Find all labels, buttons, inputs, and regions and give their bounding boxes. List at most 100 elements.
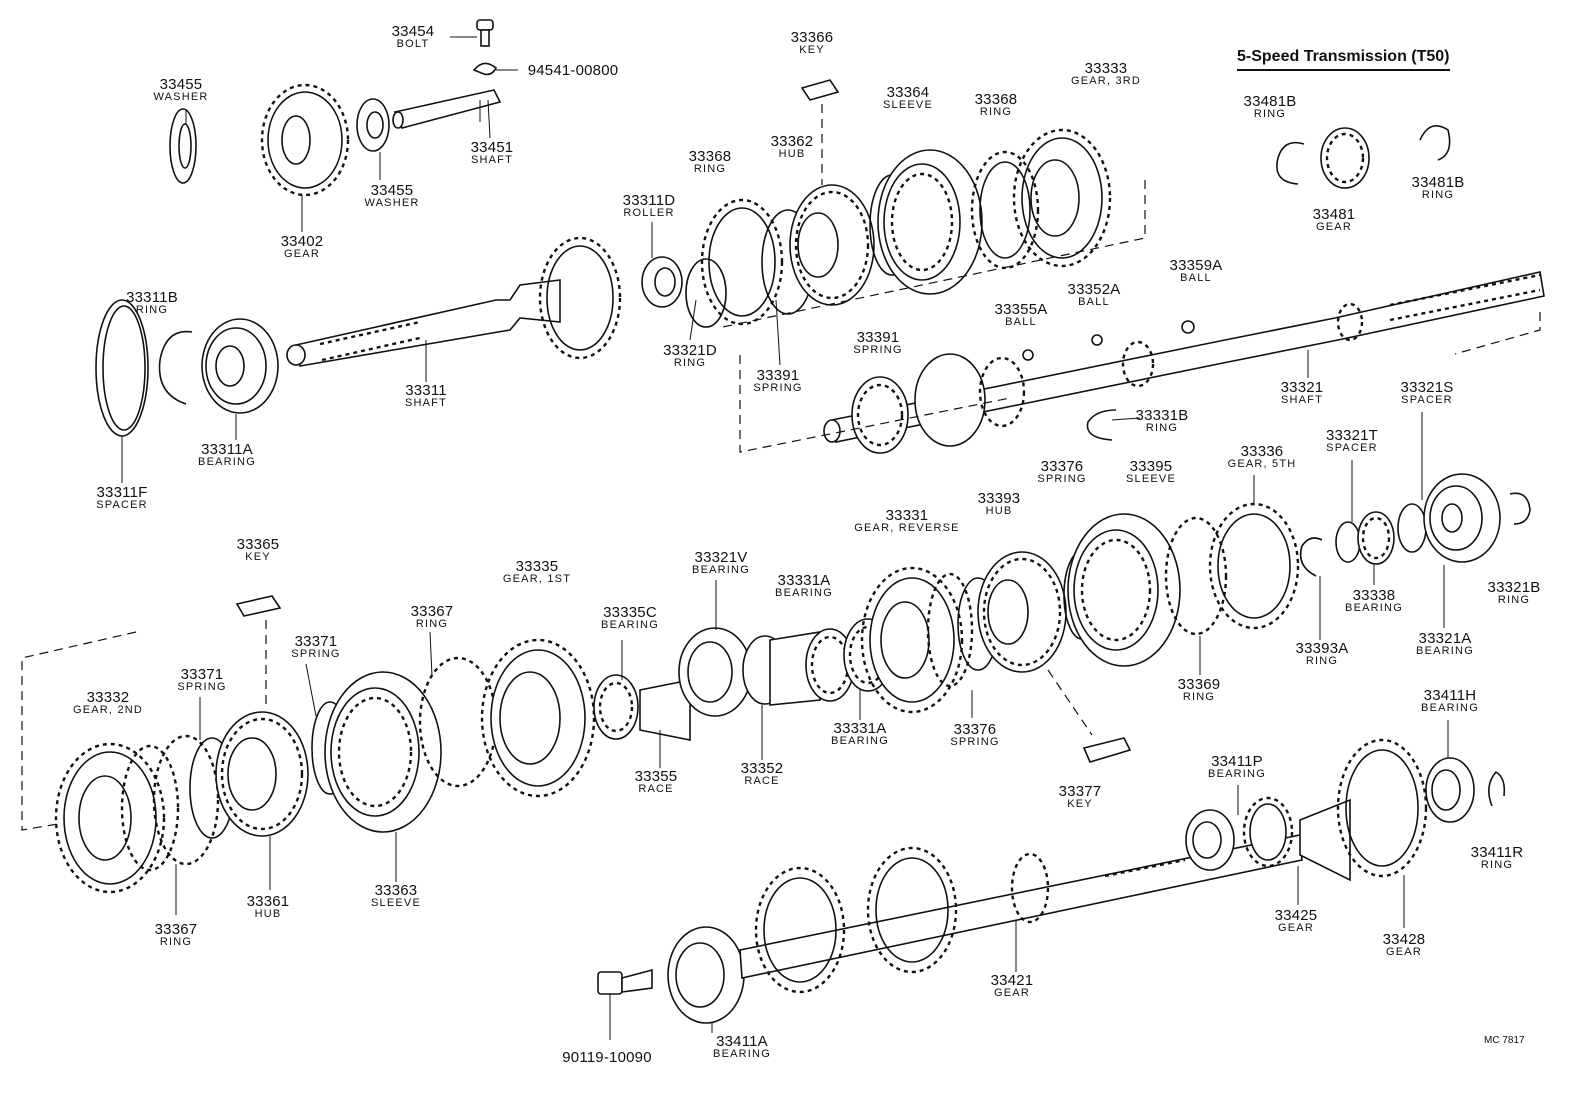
ball-33352A-drawing xyxy=(1091,334,1103,346)
key-33366-drawing xyxy=(800,79,840,101)
part-name: BEARING xyxy=(775,587,833,599)
gear-33428-drawing xyxy=(1299,738,1428,882)
gear-1st-33335-drawing xyxy=(480,638,596,798)
part-name: GEAR xyxy=(994,987,1030,999)
part-number: 33311A xyxy=(201,441,253,458)
gear-3rd-33333-drawing xyxy=(1012,128,1112,268)
part-name: RING xyxy=(135,304,169,316)
part-number: 33481 xyxy=(1312,206,1356,223)
part-name: RING xyxy=(673,357,707,369)
race-33355-drawing xyxy=(639,679,691,741)
part-name: BALL xyxy=(1005,316,1037,328)
part-name: SHAFT xyxy=(1280,394,1324,406)
part-name: WASHER xyxy=(153,91,209,103)
part-name: SPACER xyxy=(96,499,148,511)
output-shaft-33321-drawing xyxy=(823,271,1545,454)
part-number: 33321S xyxy=(1400,379,1454,396)
bearing-33311A-drawing xyxy=(201,318,279,414)
part-number: 33331A xyxy=(777,572,831,589)
part-number: 33352 xyxy=(740,760,784,777)
part-name: SPRING xyxy=(1037,473,1087,485)
part-name: GEAR xyxy=(1278,922,1314,934)
part-number: 33364 xyxy=(886,84,930,101)
part-name: HUB xyxy=(778,148,806,160)
part-name: BEARING xyxy=(692,564,750,576)
input-shaft-33311-drawing xyxy=(286,236,622,367)
part-number: 33368 xyxy=(688,148,732,165)
part-name: BEARING xyxy=(713,1048,771,1060)
part-number: 33481B xyxy=(1411,174,1465,191)
part-number: 33321 xyxy=(1280,379,1324,396)
bearing-33335C-drawing xyxy=(593,674,639,740)
part-name: GEAR, 1ST xyxy=(502,573,572,585)
roller-33311D-drawing xyxy=(641,256,683,308)
part-name: SLEEVE xyxy=(1125,473,1177,485)
part-name: SPACER xyxy=(1326,442,1378,454)
part-name: SLEEVE xyxy=(882,99,934,111)
part-number: 33377 xyxy=(1058,783,1102,800)
part-name: RING xyxy=(1480,859,1514,871)
part-number: 33311B xyxy=(126,289,178,306)
part-name: BOLT xyxy=(396,38,430,50)
part-number: 33355 xyxy=(634,768,678,785)
part-name: HUB xyxy=(985,505,1013,517)
part-name: HUB xyxy=(254,908,282,920)
part-name: BEARING xyxy=(1208,768,1266,780)
ring-33481Bb-drawing xyxy=(1419,124,1451,161)
part-number: 33411A xyxy=(716,1033,768,1050)
part-name: SPRING xyxy=(853,344,903,356)
part-name: GEAR xyxy=(1386,946,1422,958)
bolt-90119-drawing xyxy=(597,968,653,1040)
ring-33411R-drawing xyxy=(1488,770,1506,807)
part-name: GEAR, 2ND xyxy=(72,704,144,716)
part-name: SPRING xyxy=(950,736,1000,748)
counter-gear-33421-drawing xyxy=(739,834,1303,994)
part-name: RING xyxy=(1305,655,1339,667)
gear-33481-drawing xyxy=(1320,127,1370,189)
part-number: 33425 xyxy=(1274,907,1318,924)
part-number: 33391 xyxy=(856,329,900,346)
part-number: 33311 xyxy=(405,382,447,399)
gear-5th-33336-drawing xyxy=(1208,502,1300,630)
part-number: 33393A xyxy=(1295,640,1349,657)
bearing-33331A-drawing xyxy=(805,618,893,702)
ball-33355A-drawing xyxy=(1022,349,1034,361)
part-number: 33369 xyxy=(1177,676,1221,693)
part-number: 33395 xyxy=(1129,458,1173,475)
bearing-33411P-drawing xyxy=(1185,809,1235,871)
part-name: KEY xyxy=(799,44,825,56)
part-number: 33355A xyxy=(994,301,1048,318)
ring-33321B-drawing xyxy=(1509,492,1531,525)
part-name: ROLLER xyxy=(623,207,675,219)
part-number: 33402 xyxy=(280,233,324,250)
part-number: 33331B xyxy=(1135,407,1189,424)
